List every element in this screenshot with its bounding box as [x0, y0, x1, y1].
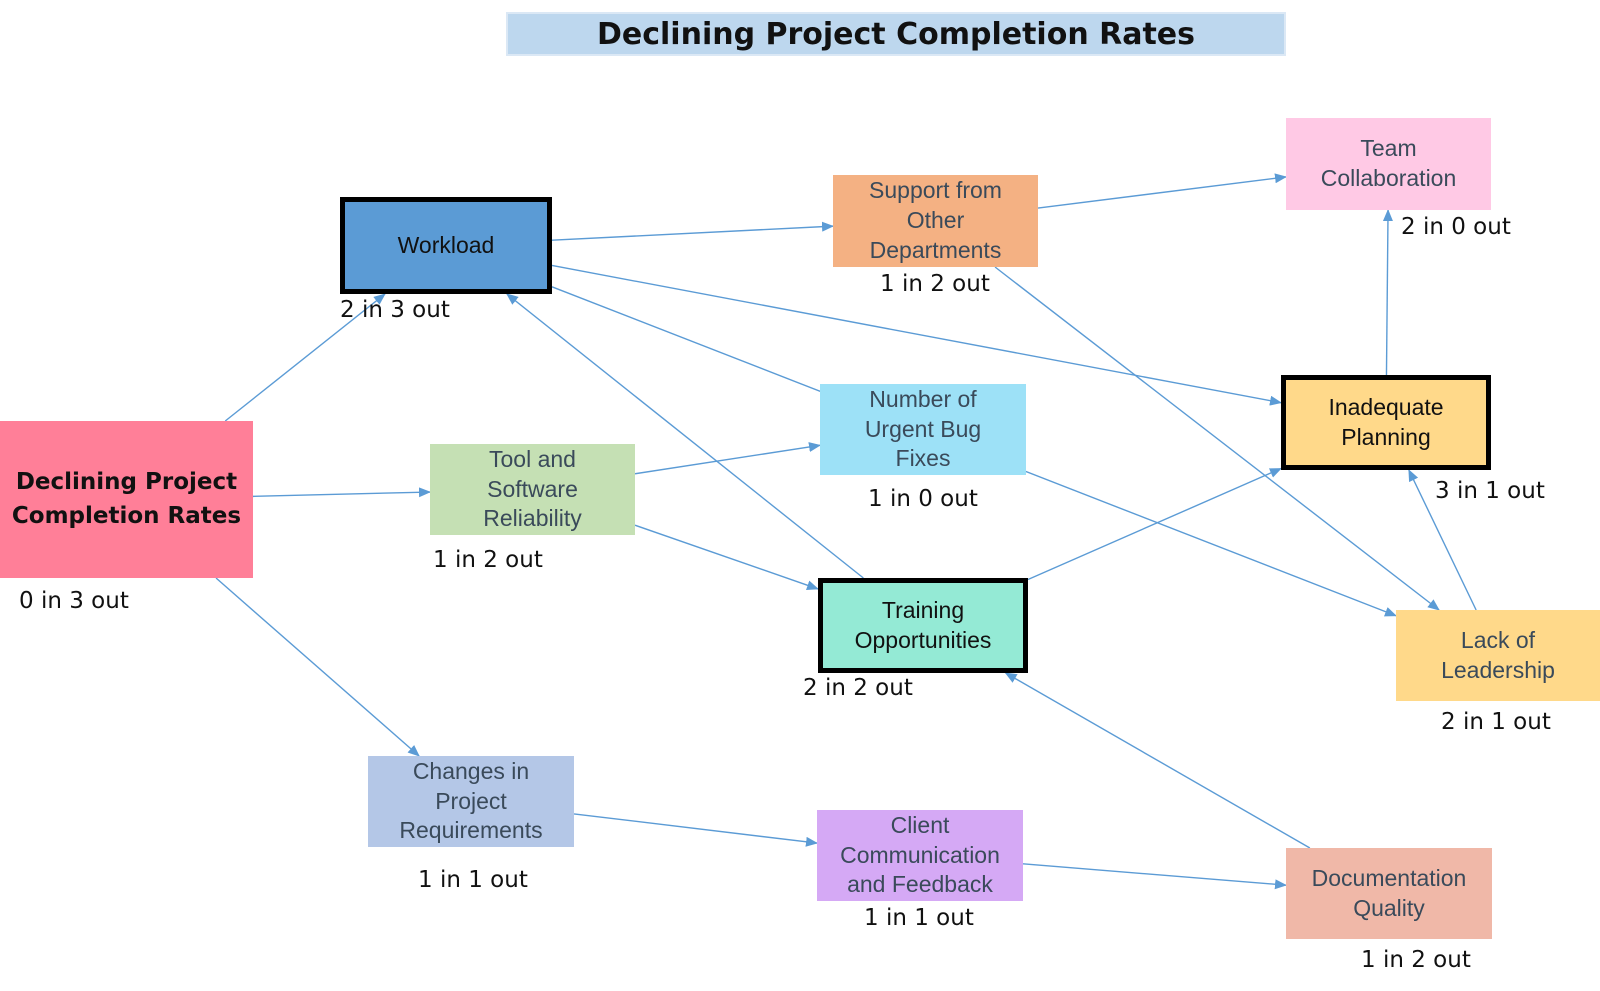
edge-training-to-workload	[506, 293, 864, 579]
edge-workload-to-support	[551, 221, 834, 241]
node-changes-in-project-requirements[interactable]: Changes in Project Requirements	[368, 756, 574, 847]
count-team-collaboration: 2 in 0 out	[1401, 214, 1511, 240]
count-support-from-other-departments: 1 in 2 out	[880, 271, 990, 297]
node-documentation-quality[interactable]: Documentation Quality	[1286, 848, 1492, 939]
edge-training-to-planning	[1027, 467, 1282, 581]
edge-root-to-changes	[215, 577, 420, 757]
node-client-communication-and-feedback[interactable]: Client Communication and Feedback	[817, 810, 1023, 901]
node-support-from-other-departments[interactable]: Support from Other Departments	[833, 175, 1038, 267]
node-lack-of-leadership[interactable]: Lack of Leadership	[1396, 610, 1600, 701]
node-team-collaboration[interactable]: Team Collaboration	[1286, 118, 1491, 210]
edge-root-to-workload	[224, 293, 386, 422]
count-number-of-urgent-bug-fixes: 1 in 0 out	[868, 486, 978, 512]
edge-tool-to-bugs	[634, 442, 821, 475]
node-workload[interactable]: Workload	[340, 197, 552, 294]
count-changes-in-project-requirements: 1 in 1 out	[418, 867, 528, 893]
count-inadequate-planning: 3 in 1 out	[1435, 478, 1545, 504]
node-number-of-urgent-bug-fixes[interactable]: Number of Urgent Bug Fixes	[820, 384, 1026, 475]
edge-root-to-tool	[252, 487, 431, 498]
edge-client-to-documentation	[1022, 863, 1287, 890]
edge-support-to-team	[1037, 173, 1287, 209]
edge-leadership-to-planning	[1408, 469, 1477, 611]
count-training-opportunities: 2 in 2 out	[803, 675, 913, 701]
count-documentation-quality: 1 in 2 out	[1361, 947, 1471, 973]
edge-workload-to-planning	[551, 264, 1282, 406]
edge-documentation-to-training	[1004, 672, 1311, 849]
node-declining-project-completion-rates[interactable]: Declining Project Completion Rates	[0, 421, 253, 578]
count-lack-of-leadership: 2 in 1 out	[1441, 709, 1551, 735]
count-declining-project-completion-rates: 0 in 3 out	[19, 588, 129, 614]
diagram-title: Declining Project Completion Rates	[506, 12, 1286, 56]
edge-changes-to-client	[573, 813, 818, 847]
node-tool-software-reliability[interactable]: Tool and Software Reliability	[430, 444, 635, 535]
edge-planning-to-team	[1382, 209, 1393, 376]
count-tool-software-reliability: 1 in 2 out	[433, 547, 543, 573]
count-workload: 2 in 3 out	[340, 297, 450, 323]
edge-tool-to-training	[634, 524, 819, 591]
node-training-opportunities[interactable]: Training Opportunities	[818, 578, 1028, 673]
node-inadequate-planning[interactable]: Inadequate Planning	[1281, 375, 1491, 470]
count-client-communication-and-feedback: 1 in 1 out	[864, 905, 974, 931]
edge-support-to-leadership	[994, 266, 1440, 611]
